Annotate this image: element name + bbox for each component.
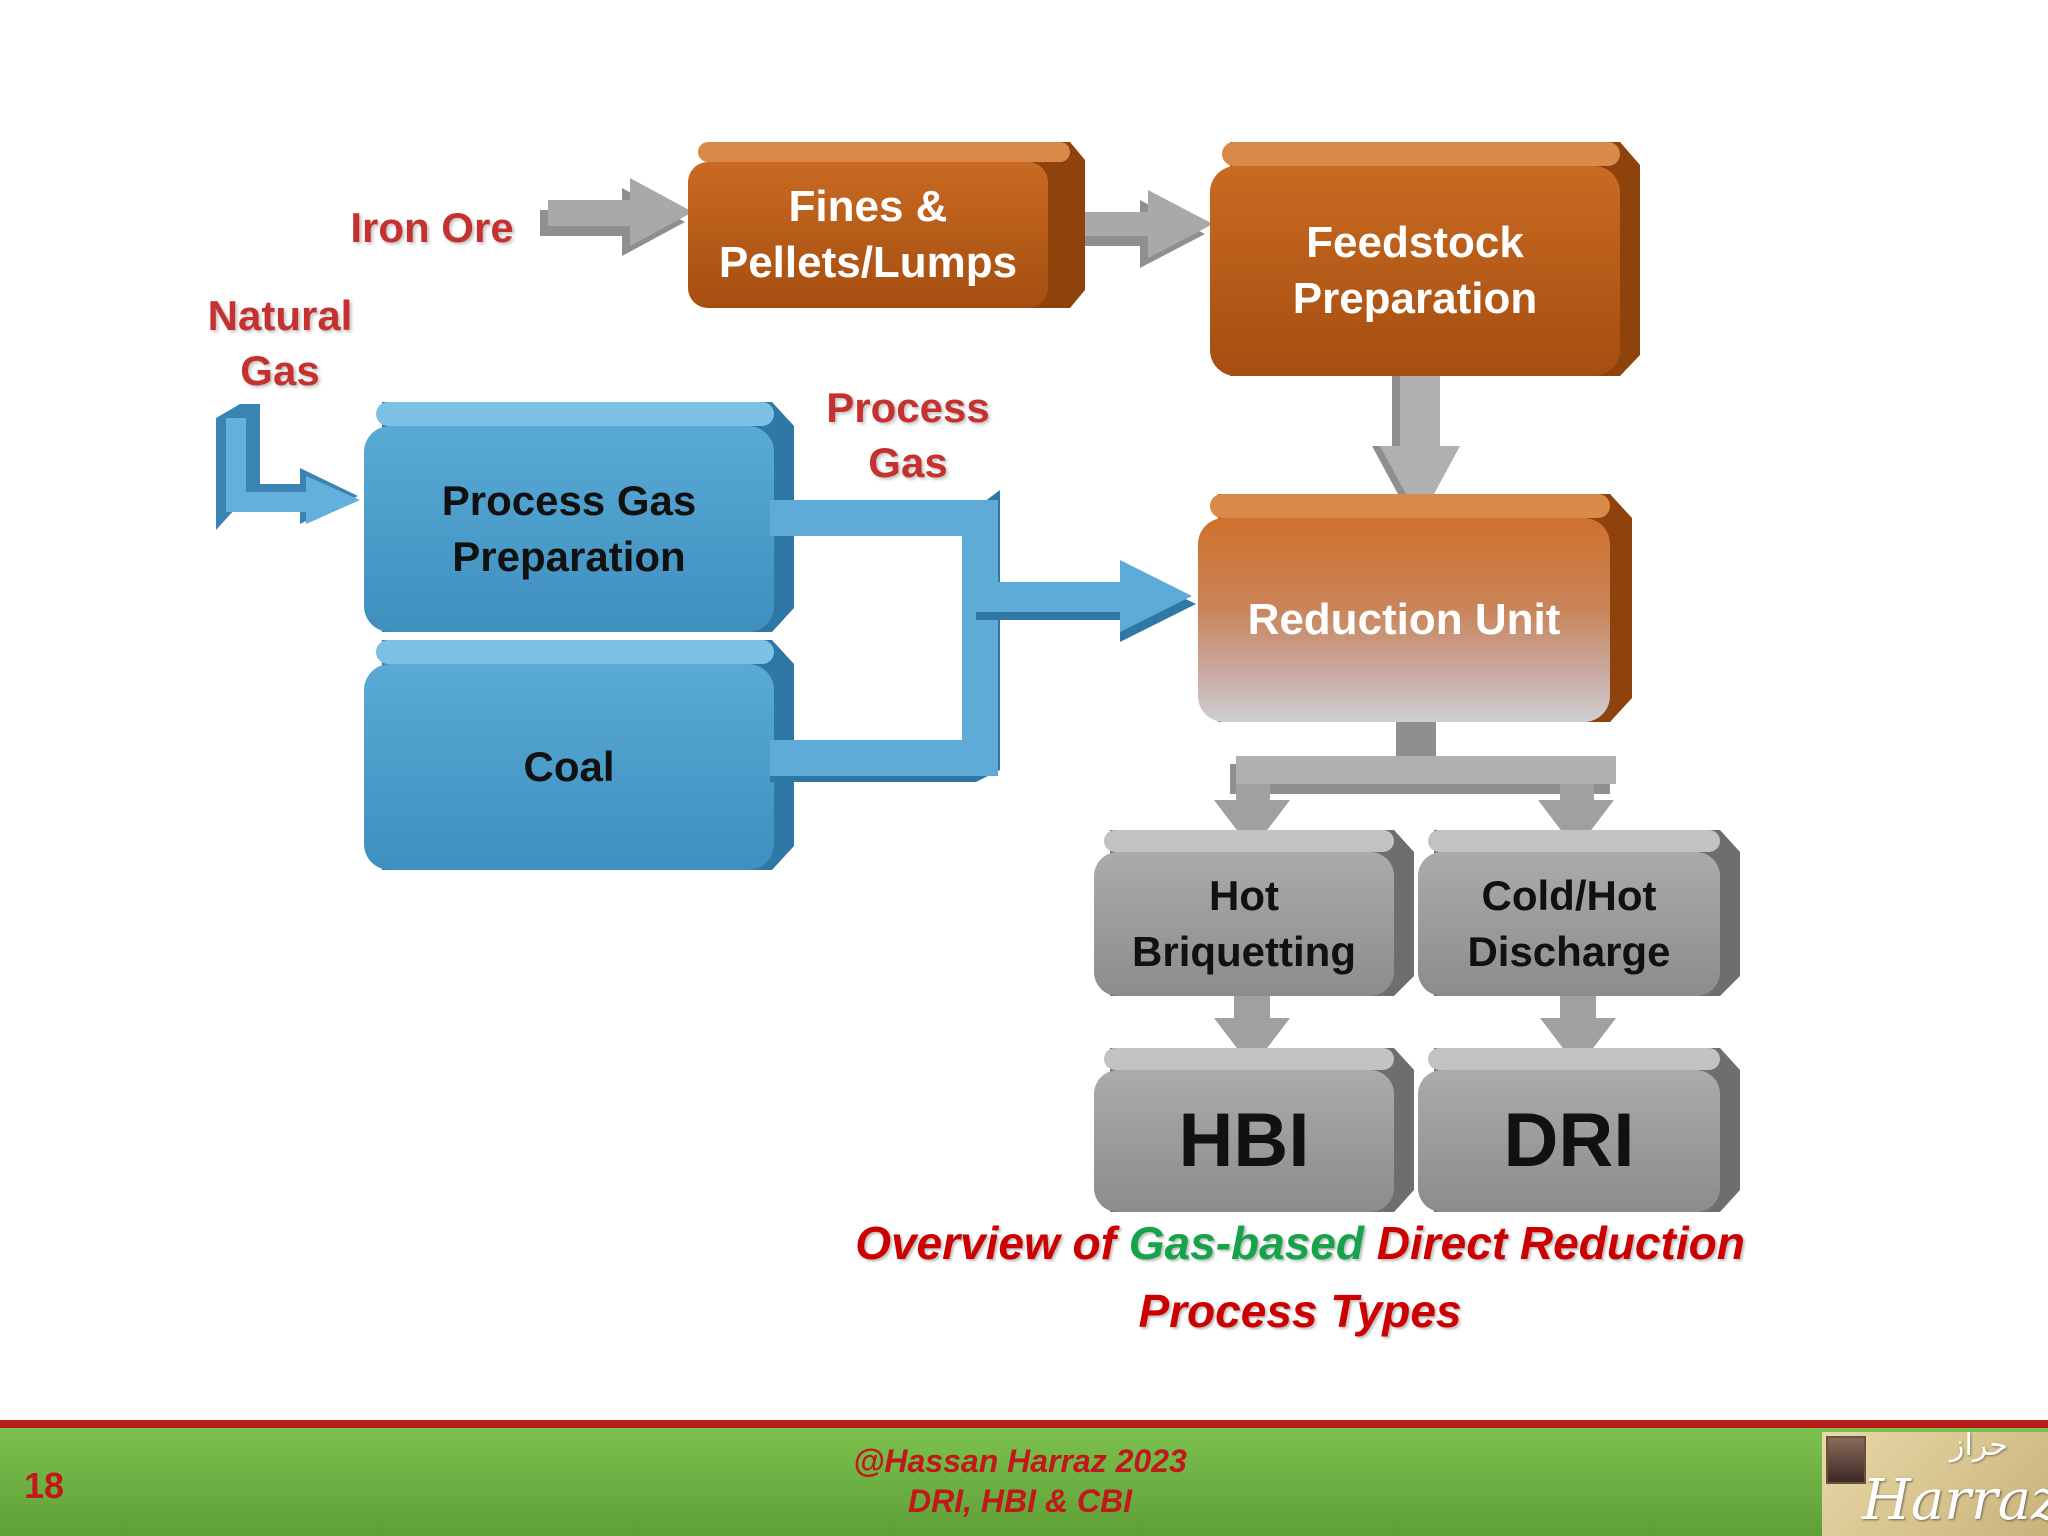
- caption-part3: Direct Reduction: [1363, 1217, 1745, 1269]
- process-gas-connector: [770, 490, 1196, 782]
- footer-divider: [0, 1420, 2048, 1428]
- fines-to-feedstock-arrow: [1050, 190, 1213, 268]
- caption-part2: Gas-based: [1128, 1217, 1364, 1269]
- credit-line1: @Hassan Harraz 2023: [853, 1443, 1187, 1479]
- author-avatar: [1826, 1436, 1866, 1484]
- natural-gas-arrow: [216, 404, 360, 530]
- coal-box: [364, 640, 794, 870]
- feedstock-prep-text: Feedstock Preparation: [1292, 218, 1538, 323]
- diagram-caption: Overview of Gas-based Direct Reduction: [740, 1216, 1860, 1270]
- cold-hot-discharge-text: Cold/Hot Discharge: [1467, 872, 1671, 975]
- hbi-box: [1094, 1048, 1414, 1212]
- diagram-caption-line2: Process Types: [1138, 1285, 1462, 1337]
- iron-ore-arrow: [540, 178, 693, 256]
- dri-text: DRI: [1503, 1098, 1635, 1183]
- dri-box: [1418, 1048, 1740, 1212]
- briquetting-to-hbi-arrow: [1214, 996, 1290, 1068]
- fines-pellets-text: Fines & Pellets/Lumps: [718, 182, 1018, 287]
- coal-text: Coal: [523, 743, 615, 790]
- cold-hot-discharge-box: [1418, 830, 1740, 996]
- reduction-unit-text: Reduction Unit: [1247, 595, 1561, 644]
- reduction-unit-box: [1198, 494, 1632, 722]
- logo-script-text: Harraz: [1862, 1468, 2048, 1533]
- reduction-split-arrows: [1214, 722, 1616, 850]
- feedstock-to-reduction-arrow: [1372, 376, 1460, 520]
- hot-briquetting-box: [1094, 830, 1414, 996]
- page-number: 18: [24, 1465, 65, 1506]
- credit-line2: DRI, HBI & CBI: [908, 1483, 1132, 1519]
- fines-pellets-box: [688, 142, 1085, 308]
- iron-ore-label: Iron Ore: [350, 204, 514, 251]
- process-gas-label: Process Gas: [826, 384, 990, 486]
- natural-gas-label: Natural Gas: [207, 292, 353, 394]
- logo-arabic-text: حراز: [1950, 1428, 2008, 1463]
- process-gas-prep-text: Process Gas Preparation: [441, 477, 697, 580]
- discharge-to-dri-arrow: [1540, 996, 1616, 1068]
- hot-briquetting-text: Hot Briquetting: [1132, 872, 1356, 975]
- caption-part1: Overview of: [855, 1217, 1129, 1269]
- feedstock-box: [1210, 142, 1640, 376]
- footer-bar: [0, 1428, 2048, 1536]
- hbi-text: HBI: [1178, 1098, 1310, 1183]
- process-gas-prep-box: [364, 402, 794, 632]
